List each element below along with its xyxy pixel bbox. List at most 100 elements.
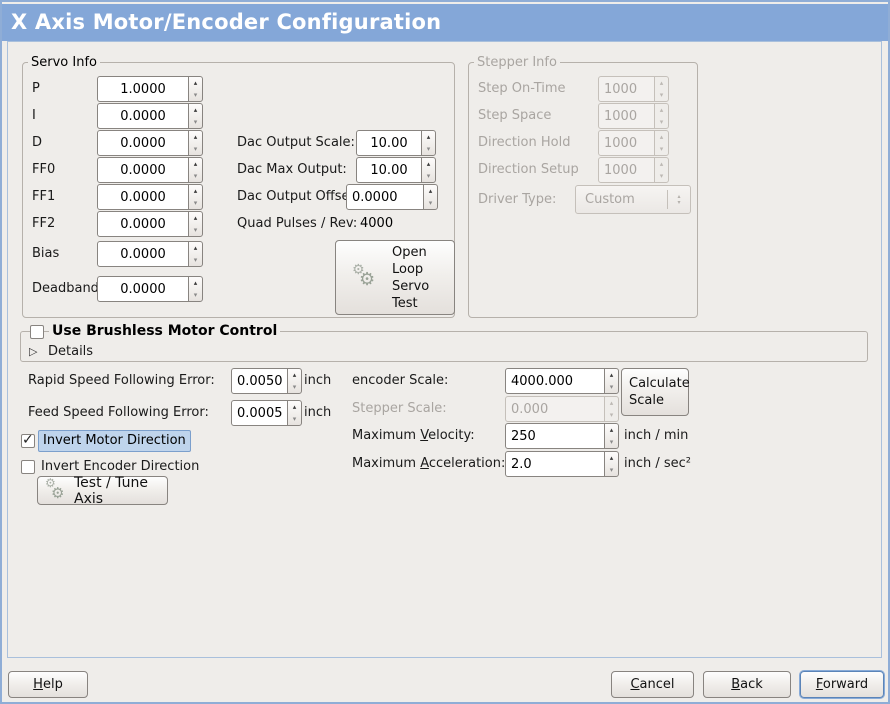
content-panel <box>7 41 882 658</box>
spin-up-icon[interactable]: ▴ <box>193 278 198 287</box>
spin-up-icon[interactable]: ▴ <box>193 78 198 87</box>
spinner-buttons[interactable]: ▴▾ <box>188 157 203 183</box>
spinbox-deadband[interactable]: 0.0000 ▴▾ <box>97 276 203 302</box>
forward-button-label: Forward <box>815 677 869 692</box>
encoder-scale-label: encoder Scale: <box>352 373 449 388</box>
spin-down-icon[interactable]: ▾ <box>193 171 198 180</box>
spinner-buttons[interactable]: ▴▾ <box>604 423 619 449</box>
spin-up-icon[interactable]: ▴ <box>292 402 297 411</box>
spinner-buttons[interactable]: ▴▾ <box>421 157 436 183</box>
spin-down-icon[interactable]: ▾ <box>428 198 433 207</box>
spin-up-icon[interactable]: ▴ <box>426 132 431 141</box>
d-label: D <box>32 135 43 150</box>
spin-down-icon[interactable]: ▾ <box>609 437 614 446</box>
invert-encoder-checkbox[interactable] <box>21 460 35 474</box>
spinner-buttons[interactable]: ▴▾ <box>188 276 203 302</box>
spinbox-direction-hold: 1000 ▴▾ <box>598 130 669 156</box>
spinbox-p[interactable]: 1.0000 ▴▾ <box>97 76 203 102</box>
spin-up-icon[interactable]: ▴ <box>426 159 431 168</box>
cancel-button[interactable]: Cancel <box>611 671 694 698</box>
spin-up-icon[interactable]: ▴ <box>609 370 614 379</box>
spin-up-icon[interactable]: ▴ <box>193 243 198 252</box>
servo-info-title: Servo Info <box>28 55 100 70</box>
spinbox-ff1[interactable]: 0.0000 ▴▾ <box>97 184 203 210</box>
spin-down-icon[interactable]: ▾ <box>193 255 198 264</box>
spin-up-icon[interactable]: ▴ <box>609 453 614 462</box>
spinbox-ff2[interactable]: 0.0000 ▴▾ <box>97 211 203 237</box>
spin-up-icon[interactable]: ▴ <box>292 370 297 379</box>
spinner-buttons[interactable]: ▴▾ <box>188 241 203 267</box>
invert-motor-label[interactable]: Invert Motor Direction <box>38 430 191 452</box>
spinner-buttons[interactable]: ▴▾ <box>188 211 203 237</box>
spinner-buttons: ▴▾ <box>654 76 669 102</box>
spinbox-i[interactable]: 0.0000 ▴▾ <box>97 103 203 129</box>
spin-up-icon: ▴ <box>609 398 614 407</box>
spin-down-icon[interactable]: ▾ <box>609 465 614 474</box>
spinbox-bias[interactable]: 0.0000 ▴▾ <box>97 241 203 267</box>
spin-down-icon[interactable]: ▾ <box>292 414 297 423</box>
spinbox-rapid-following-error[interactable]: 0.0050 ▴▾ <box>231 368 302 394</box>
spin-down-icon[interactable]: ▾ <box>609 382 614 391</box>
spin-down-icon[interactable]: ▾ <box>193 225 198 234</box>
spin-down-icon[interactable]: ▾ <box>426 144 431 153</box>
spin-up-icon[interactable]: ▴ <box>193 213 198 222</box>
gears-icon: ⚙⚙ <box>352 261 376 290</box>
max-acceleration-label: Maximum Acceleration: <box>352 456 506 471</box>
spin-down-icon[interactable]: ▾ <box>292 382 297 391</box>
details-expander-icon[interactable]: ▷ <box>29 345 38 358</box>
spinbox-dac-output-offset[interactable]: 0.0000 ▴▾ <box>346 184 438 210</box>
spinner-buttons[interactable]: ▴▾ <box>604 368 619 394</box>
spin-down-icon[interactable]: ▾ <box>193 90 198 99</box>
cancel-button-label: Cancel <box>630 677 675 692</box>
spinbox-feed-following-error[interactable]: 0.0005 ▴▾ <box>231 400 302 426</box>
spinbox-d[interactable]: 0.0000 ▴▾ <box>97 130 203 156</box>
details-expander-label[interactable]: Details <box>48 344 94 359</box>
driver-type-value: Custom <box>585 192 635 207</box>
spin-up-icon[interactable]: ▴ <box>609 425 614 434</box>
spin-down-icon[interactable]: ▾ <box>193 144 198 153</box>
spinbox-encoder-scale[interactable]: 4000.000 ▴▾ <box>505 368 619 394</box>
spinbox-dac-max-output[interactable]: 10.00 ▴▾ <box>356 157 436 183</box>
spinner-buttons[interactable]: ▴▾ <box>188 130 203 156</box>
forward-button[interactable]: Forward <box>800 671 884 698</box>
spinner-buttons[interactable]: ▴▾ <box>287 400 302 426</box>
spin-up-icon[interactable]: ▴ <box>428 186 433 195</box>
invert-motor-checkbox[interactable]: ✓ <box>21 432 35 448</box>
spin-down-icon: ▾ <box>659 90 664 99</box>
brushless-checkbox-label[interactable]: Use Brushless Motor Control <box>49 324 281 339</box>
spinner-buttons[interactable]: ▴▾ <box>423 184 438 210</box>
calculate-scale-button[interactable]: Calculate Scale <box>621 368 690 416</box>
invert-encoder-label[interactable]: Invert Encoder Direction <box>41 459 200 474</box>
spinbox-max-acceleration[interactable]: 2.0 ▴▾ <box>505 451 619 477</box>
spin-up-icon[interactable]: ▴ <box>193 186 198 195</box>
test-tune-axis-button[interactable]: ⚙⚙ Test / Tune Axis <box>37 474 168 507</box>
spinbox-ff0[interactable]: 0.0000 ▴▾ <box>97 157 203 183</box>
spin-down-icon[interactable]: ▾ <box>193 198 198 207</box>
spinner-buttons[interactable]: ▴▾ <box>188 103 203 129</box>
spin-up-icon[interactable]: ▴ <box>193 105 198 114</box>
brushless-checkbox[interactable] <box>30 325 44 339</box>
spin-down-icon[interactable]: ▾ <box>193 117 198 126</box>
spin-up-icon[interactable]: ▴ <box>193 159 198 168</box>
spinbox-max-velocity[interactable]: 250 ▴▾ <box>505 423 619 449</box>
back-button[interactable]: Back <box>703 671 791 698</box>
spin-down-icon[interactable]: ▾ <box>193 290 198 299</box>
ff1-label: FF1 <box>32 189 56 204</box>
help-button[interactable]: Help <box>8 671 88 698</box>
spinner-buttons: ▴▾ <box>604 396 619 422</box>
spinner-buttons[interactable]: ▴▾ <box>604 451 619 477</box>
open-loop-servo-test-button[interactable]: ⚙⚙ Open Loop Servo Test <box>335 240 455 315</box>
test-tune-axis-label: Test / Tune Axis <box>74 474 148 507</box>
spinner-buttons[interactable]: ▴▾ <box>421 130 436 156</box>
stepper-info-title: Stepper Info <box>474 55 560 70</box>
spinner-buttons[interactable]: ▴▾ <box>188 184 203 210</box>
help-button-label: Help <box>33 677 63 692</box>
spinbox-dac-output-scale[interactable]: 10.00 ▴▾ <box>356 130 436 156</box>
dac-output-scale-label: Dac Output Scale: <box>237 135 355 150</box>
spin-up-icon[interactable]: ▴ <box>193 132 198 141</box>
spin-down-icon[interactable]: ▾ <box>426 171 431 180</box>
stepper-info-frame <box>468 62 698 318</box>
calculate-scale-label: Calculate Scale <box>629 376 690 408</box>
spinner-buttons[interactable]: ▴▾ <box>287 368 302 394</box>
spinner-buttons[interactable]: ▴▾ <box>188 76 203 102</box>
